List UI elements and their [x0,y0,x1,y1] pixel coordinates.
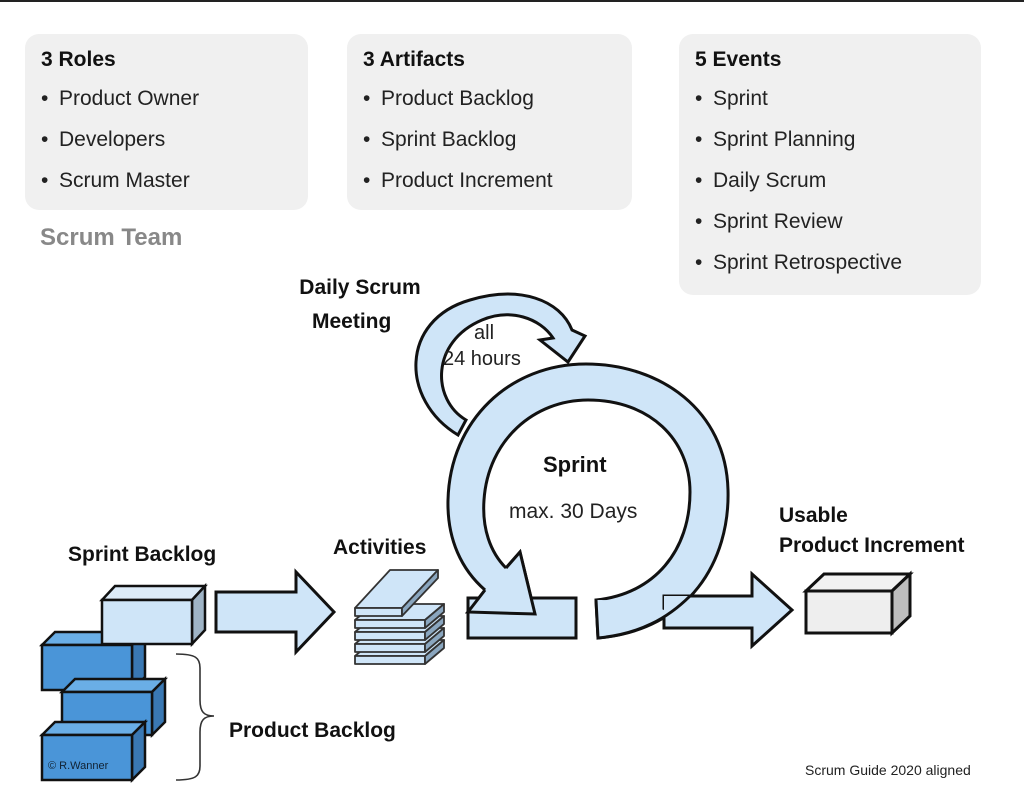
top-border [0,0,1024,2]
daily-scrum-loop-arrow [414,292,588,438]
role-developers: Developers [59,128,166,151]
bullet-icon: • [695,210,703,233]
artifacts-list: • Product Backlog • Sprint Backlog • Produc… [363,78,616,201]
list-item: • Product Owner [41,78,292,119]
daily-interval-hours: 24 hours [443,348,521,370]
artifacts-title: 3 Artifacts [363,48,465,71]
list-item: • Sprint Review [695,201,965,242]
list-item: • Developers [41,119,292,160]
sprint-arc-end-outline [594,594,692,640]
bullet-icon: • [41,128,49,151]
list-item: • Product Backlog [363,78,616,119]
bullet-icon: • [695,128,703,151]
sprint-title: Sprint [543,452,607,477]
bullet-icon: • [695,251,703,274]
list-item: • Product Increment [363,160,616,201]
product-increment-label: Product Increment [779,534,965,557]
product-backlog-stack-icon [38,582,208,784]
list-item: • Scrum Master [41,160,292,201]
sprint-duration: max. 30 Days [509,500,638,523]
bullet-icon: • [363,128,371,151]
roles-card: 3 Roles • Product Owner • Developers • Scru… [25,34,308,210]
roles-title: 3 Roles [41,48,116,71]
daily-scrum-meeting-label: Meeting [312,310,392,333]
sprint-backlog-label: Sprint Backlog [68,543,217,566]
list-item: • Daily Scrum [695,160,965,201]
daily-interval-all: all [474,322,495,344]
list-item: • Sprint Backlog [363,119,616,160]
bullet-icon: • [695,169,703,192]
event-daily-scrum: Daily Scrum [713,169,827,192]
usable-label: Usable [779,504,848,527]
sprint-arrowhead [465,548,537,616]
artifacts-card: 3 Artifacts • Product Backlog • Sprint Bac… [347,34,632,210]
footer-note: Scrum Guide 2020 aligned [805,762,971,778]
roles-list: • Product Owner • Developers • Scrum Master [41,78,292,201]
event-sprint-review: Sprint Review [713,210,843,233]
events-list: • Sprint • Sprint Planning • Daily Scrum • S… [695,78,965,283]
bullet-icon: • [363,87,371,110]
increment-output-arrow [662,570,795,650]
role-scrum-master: Scrum Master [59,169,190,192]
activity-sheet [354,569,439,617]
product-backlog-label: Product Backlog [229,719,396,742]
scrum-team-label: Scrum Team [40,224,183,251]
list-item: • Sprint Retrospective [695,242,965,283]
sprint-backlog-box [99,582,208,648]
event-sprint-planning: Sprint Planning [713,128,856,151]
backlog-to-activities-arrow [214,568,337,656]
event-sprint-retrospective: Sprint Retrospective [713,251,903,274]
bullet-icon: • [41,87,49,110]
list-item: • Sprint Planning [695,119,965,160]
copyright-text: © R.Wanner [48,760,109,772]
artifact-sprint-backlog: Sprint Backlog [381,128,517,151]
bullet-icon: • [41,169,49,192]
bullet-icon: • [695,87,703,110]
backlog-box [38,718,149,784]
artifact-product-backlog: Product Backlog [381,87,534,110]
event-sprint: Sprint [713,87,768,110]
list-item: • Sprint [695,78,965,119]
product-increment-box-icon [802,570,914,637]
activities-stack-icon [354,569,445,665]
events-title: 5 Events [695,48,782,71]
activities-label: Activities [333,536,427,559]
daily-scrum-label: Daily Scrum [299,276,421,299]
artifact-product-increment: Product Increment [381,169,553,192]
bullet-icon: • [363,169,371,192]
role-product-owner: Product Owner [59,87,200,110]
sprint-arc-end [596,596,690,638]
product-backlog-brace [175,653,215,781]
events-card: 5 Events • Sprint • Sprint Planning • Daily… [679,34,981,295]
